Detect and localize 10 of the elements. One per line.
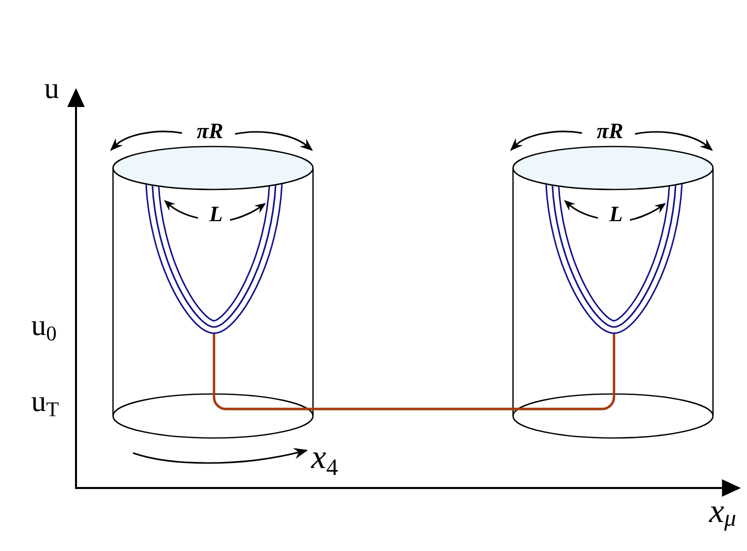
axis-label: u$_{T}$ (32, 397, 59, 416)
string-curve: L (145, 183, 283, 334)
connector-line (212, 334, 616, 410)
string-curve: L (545, 183, 683, 334)
axis-label: u (44, 84, 59, 98)
axis-label: x$_{μ}$ (708, 506, 736, 531)
node-label: πR (596, 124, 622, 138)
node-label: πR (196, 124, 222, 138)
axis-label: u$_{0}$ (32, 321, 56, 341)
axis-label: x$_{4}$ (310, 452, 338, 476)
